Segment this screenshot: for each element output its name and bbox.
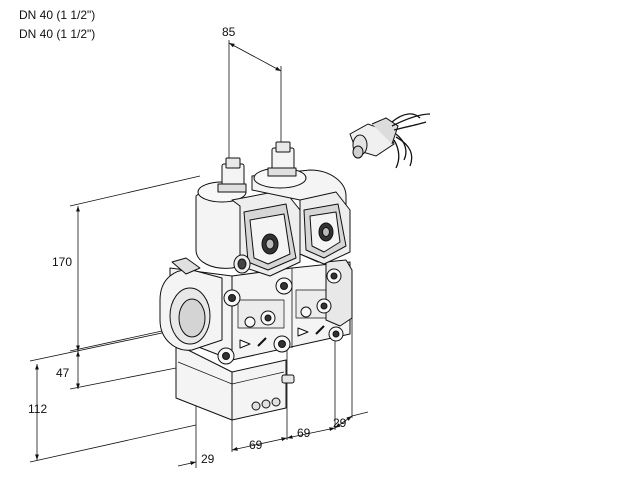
dim-bottom-mid2: 69: [297, 426, 311, 440]
header-line-1: DN 40 (1 1/2"): [19, 8, 96, 22]
dim-height-main: 170: [52, 255, 72, 269]
dim-top-width: 85: [222, 25, 236, 39]
header-line-2: DN 40 (1 1/2"): [19, 27, 96, 41]
dim-bottom-left: 29: [201, 452, 215, 466]
coil-nuts: [217, 141, 297, 193]
cable-connector: [349, 113, 431, 169]
cable-wires: [391, 113, 431, 169]
dim-height-lower: 47: [56, 366, 70, 380]
lower-ports: [251, 397, 281, 411]
lower-plug: [281, 374, 295, 384]
flow-arrow-2: [297, 327, 309, 337]
dim-bottom-mid1: 69: [249, 438, 263, 452]
valve-assembly: [159, 141, 353, 421]
screws: [217, 268, 344, 365]
dim-bottom-right: 29: [333, 416, 347, 430]
dim-height-total: 112: [28, 402, 47, 416]
flow-arrow-1: [239, 339, 251, 349]
